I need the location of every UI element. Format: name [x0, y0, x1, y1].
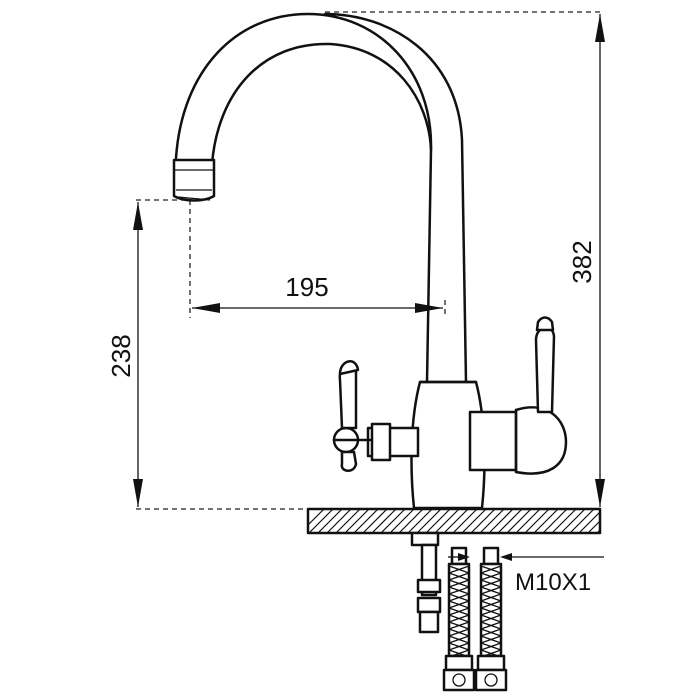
hatch-line: [470, 508, 496, 534]
left-handle-lower: [340, 450, 358, 472]
hatch-line: [578, 511, 601, 534]
hatch-line: [596, 529, 601, 534]
braid-line: [480, 593, 502, 602]
braid-line: [480, 600, 502, 609]
braid-line: [448, 593, 470, 602]
braid-line: [480, 572, 502, 581]
arrow-up-icon: [595, 14, 605, 42]
hatch-line: [371, 508, 397, 534]
hatch-line: [587, 520, 601, 534]
hatch-line: [569, 508, 595, 534]
hatch-line: [479, 508, 505, 534]
braid-line: [448, 621, 470, 630]
hatch-line: [524, 508, 550, 534]
aerator: [172, 158, 216, 202]
hatch-line: [542, 508, 568, 534]
reach-dimension-label: 195: [285, 272, 328, 302]
right-valve-housing: [468, 410, 522, 472]
hatch-line: [335, 508, 361, 534]
arrow-down-icon: [133, 479, 143, 507]
hatch-line: [506, 508, 532, 534]
arrow-right-icon: [458, 553, 470, 561]
braided-hose-icon: [442, 546, 604, 692]
arrow-left-icon: [500, 553, 512, 561]
right-valve-cap: [514, 406, 568, 475]
hatch-line: [434, 508, 460, 534]
mounting-hardware: [410, 531, 442, 634]
hatch-line: [308, 508, 334, 534]
spout-back-contour: [323, 12, 468, 384]
hatch-line: [307, 508, 325, 526]
braid-line: [480, 614, 502, 623]
hatch-line: [380, 508, 406, 534]
braid-line: [448, 565, 470, 574]
braid-line: [480, 565, 502, 574]
braid-line: [448, 586, 470, 595]
hatch-line: [560, 508, 586, 534]
left-hose: [442, 546, 476, 692]
braid-line: [448, 635, 470, 644]
faucet-icon: [172, 12, 568, 510]
hatch-line: [353, 508, 379, 534]
hatch-line: [461, 508, 487, 534]
braid-line: [448, 628, 470, 637]
braid-line: [448, 579, 470, 588]
thread-size-label: M10X1: [515, 569, 591, 596]
braid-line: [448, 600, 470, 609]
arrow-down-icon: [595, 479, 605, 507]
hatch-line: [317, 508, 343, 534]
hatch-line: [362, 508, 388, 534]
hatch-line: [416, 508, 442, 534]
right-hose: [474, 546, 508, 692]
hatch-line: [497, 508, 523, 534]
braid-line: [480, 628, 502, 637]
arrow-up-icon: [133, 202, 143, 230]
braid-line: [480, 635, 502, 644]
braid-line: [448, 614, 470, 623]
hatch-line: [425, 508, 451, 534]
countertop-hatching: [307, 508, 601, 534]
hatch-line: [407, 508, 433, 534]
braid-line: [480, 586, 502, 595]
hatch-line: [515, 508, 541, 534]
hatch-line: [533, 508, 559, 534]
hatch-line: [452, 508, 478, 534]
spout-outer-contour: [174, 12, 433, 384]
braid-line: [480, 579, 502, 588]
braid-line: [480, 607, 502, 616]
braid-line: [448, 572, 470, 581]
hatch-line: [443, 508, 469, 534]
spout-height-dimension-label: 238: [106, 334, 136, 377]
arrow-left-icon: [192, 303, 220, 313]
hatch-line: [488, 508, 514, 534]
hatch-line: [389, 508, 415, 534]
spout-inner-contour: [210, 42, 433, 166]
braid-line: [448, 607, 470, 616]
left-hose-nut: [442, 668, 476, 692]
mounting-nut: [416, 596, 442, 614]
height-dimension-label: 382: [567, 240, 597, 283]
right-hose-nut: [474, 668, 508, 692]
hatch-line: [398, 508, 424, 534]
hatch-line: [326, 508, 352, 534]
countertop: [306, 507, 602, 535]
braid-line: [480, 621, 502, 630]
braid-line: [480, 642, 502, 651]
hatch-line: [344, 508, 370, 534]
hatch-line: [551, 508, 577, 534]
right-lever-handle: [534, 326, 556, 414]
braid-line: [448, 642, 470, 651]
